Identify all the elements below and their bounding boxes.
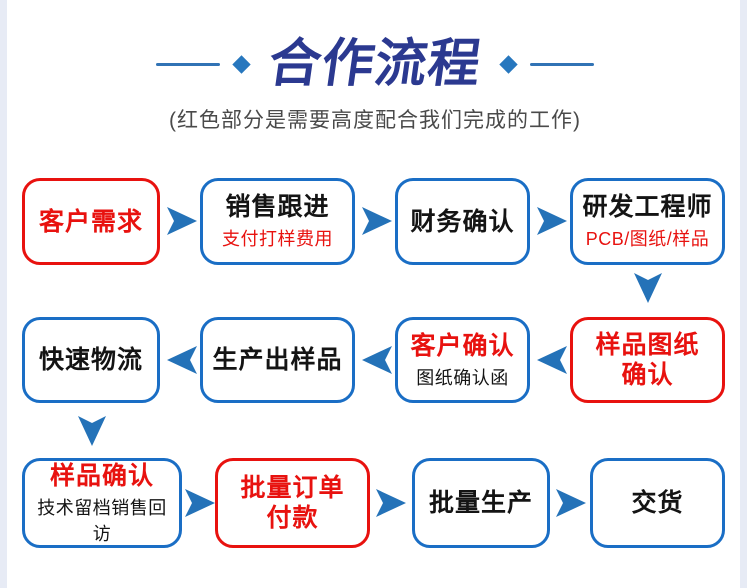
arrow-left-icon [361,345,393,375]
arrow-right-icon [375,488,407,518]
node-title: 销售跟进 [225,193,330,221]
header: 合作流程 [0,34,750,94]
node-title: 快速物流 [38,346,143,374]
node-subtitle: 技术留档销售回访 [37,497,167,544]
node-customer-demand: 客户需求 [22,178,160,265]
diamond-icon [499,54,518,74]
node-customer-confirm: 客户确认 图纸确认函 [395,317,530,403]
node-sample-drawing-confirm: 样品图纸 确认 [570,317,725,403]
title-decoration-line-left [155,62,220,66]
arrow-right-icon [184,488,216,518]
node-title: 财务确认 [410,207,515,236]
node-title: 批量订单 付款 [240,474,345,532]
node-delivery: 交货 [590,458,725,548]
node-title: 客户需求 [38,207,143,236]
legend-note: (红色部分是需要高度配合我们完成的工作) [169,109,581,132]
node-bulk-order-payment: 批量订单 付款 [215,458,370,548]
node-title: 样品图纸 确认 [595,331,700,389]
node-finance-confirm: 财务确认 [395,178,530,265]
page-edge-strip-right [740,0,747,588]
page-title: 合作流程 [264,35,486,93]
node-sales-follow-up: 销售跟进 支付打样费用 [200,178,355,265]
node-title: 批量生产 [428,489,533,517]
node-title: 生产出样品 [212,346,343,374]
arrow-down-icon [76,416,108,446]
arrow-down-icon [632,273,664,303]
node-fast-logistics: 快速物流 [22,317,160,403]
node-title: 交货 [631,489,684,517]
arrow-right-icon [555,488,587,518]
diamond-icon [232,54,251,74]
node-subtitle: PCB/图纸/样品 [585,229,710,249]
node-title: 样品确认 [49,461,154,490]
node-subtitle: 支付打样费用 [222,229,333,249]
arrow-right-icon [536,206,568,236]
arrow-left-icon [166,345,198,375]
page-edge-strip-left [0,0,7,588]
node-bulk-production: 批量生产 [412,458,550,548]
node-produce-sample: 生产出样品 [200,317,355,403]
arrow-right-icon [361,206,393,236]
arrow-right-icon [166,206,198,236]
title-decoration-line-right [530,62,594,66]
arrow-left-icon [536,345,568,375]
node-rd-engineer: 研发工程师 PCB/图纸/样品 [570,178,725,265]
node-title: 研发工程师 [582,193,713,221]
node-title: 客户确认 [410,331,515,360]
node-subtitle: 图纸确认函 [416,367,509,388]
node-sample-confirm: 样品确认 技术留档销售回访 [22,458,182,548]
